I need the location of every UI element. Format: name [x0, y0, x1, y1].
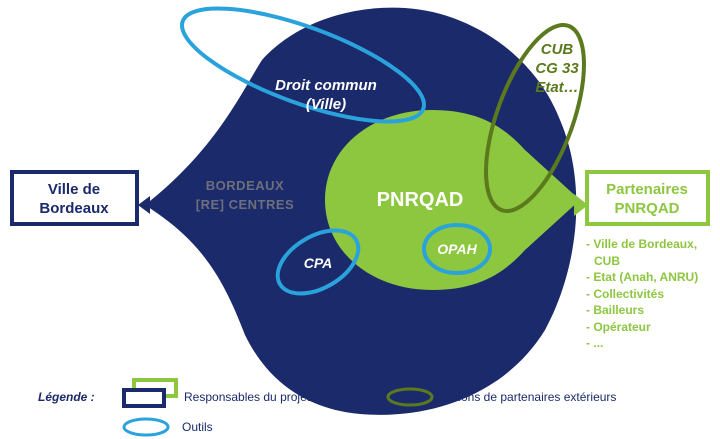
right-arrow	[574, 194, 588, 216]
ville-bordeaux-line-1: Ville de	[48, 181, 100, 198]
partners-list-item: - Collectivités	[586, 286, 665, 301]
droit-commun-ellipse	[180, 6, 426, 124]
lime-blob-shape	[325, 110, 580, 290]
ville-bordeaux-box	[10, 170, 139, 226]
droit-commun-sub-label: (Ville)	[306, 96, 346, 113]
pnrqad-center-label: PNRQAD	[377, 189, 464, 211]
external-line-1: CUB	[541, 41, 574, 58]
external-partners-ellipse	[484, 22, 586, 214]
partners-list-item: - Bailleurs	[586, 303, 645, 317]
legend-outils-label: Outils	[182, 420, 213, 434]
ville-bordeaux-line-2: Bordeaux	[39, 200, 109, 217]
left-arrow	[138, 196, 150, 214]
partenaires-line-1: Partenaires	[606, 181, 688, 198]
opah-label: OPAH	[437, 241, 477, 257]
external-line-2: CG 33	[535, 60, 579, 77]
cpa-ellipse	[275, 228, 361, 296]
droit-commun-label: Droit commun	[275, 77, 377, 94]
legend-title: Légende :	[38, 390, 95, 404]
external-line-3: Etat…	[535, 79, 578, 96]
cpa-label: CPA	[304, 255, 333, 271]
logo-line-1: BORDEAUX	[206, 178, 284, 193]
partenaires-box	[585, 170, 710, 226]
partners-list-item: - Etat (Anah, ANRU)	[586, 270, 699, 284]
logo-line-2: [RE] CENTRES	[196, 197, 294, 212]
partners-list-item: - Ville de Bordeaux,	[586, 237, 698, 251]
opah-ellipse	[422, 223, 492, 275]
legend-cyan-ellipse	[122, 417, 170, 437]
partenaires-line-2: PNRQAD	[614, 200, 679, 217]
partners-list: - Ville de Bordeaux, CUB - Etat (Anah, A…	[586, 236, 698, 352]
legend-navy-box	[122, 388, 166, 408]
partners-list-item: CUB	[594, 253, 620, 268]
partners-list-item: - ...	[586, 336, 604, 350]
legend-responsables-label: Responsables du projet	[184, 390, 311, 404]
legend-olive-ellipse	[386, 387, 434, 407]
legend-actions-label: Actions de partenaires extérieurs	[441, 390, 616, 404]
partners-list-item: - Opérateur	[586, 319, 651, 334]
